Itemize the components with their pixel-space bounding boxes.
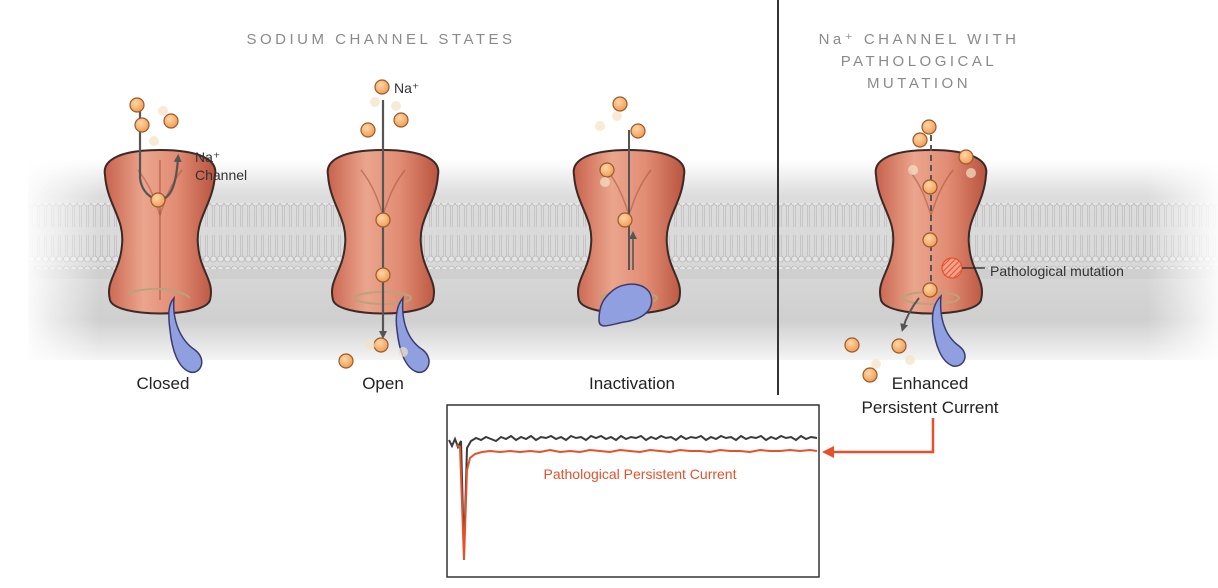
heading-states: SODIUM CHANNEL STATES	[246, 31, 515, 48]
na-channel-label-line1: Na⁺	[195, 149, 220, 165]
trace-label: Pathological Persistent Current	[544, 466, 737, 482]
channel-label-mutant-line1: Enhanced	[892, 374, 969, 393]
heading-mutation-line1: Na⁺ CHANNEL WITH	[819, 31, 1020, 48]
connector-arrow	[828, 418, 933, 452]
na-ion-label: Na⁺	[394, 80, 419, 96]
channel-label-mutant-line2: Persistent Current	[862, 398, 999, 417]
heading-mutation-line3: MUTATION	[867, 75, 971, 92]
channel-inactivation	[574, 97, 685, 326]
mutation-site	[942, 258, 962, 278]
pathological-mutation-label: Pathological mutation	[990, 263, 1124, 279]
heading-mutation-line2: PATHOLOGICAL	[841, 53, 997, 70]
channel-label-closed: Closed	[137, 374, 190, 393]
current-trace-panel: Pathological Persistent Current	[447, 405, 819, 577]
channel-label-inactivation: Inactivation	[589, 374, 675, 393]
channel-label-open: Open	[362, 374, 404, 393]
na-channel-label-line2: Channel	[195, 167, 247, 183]
